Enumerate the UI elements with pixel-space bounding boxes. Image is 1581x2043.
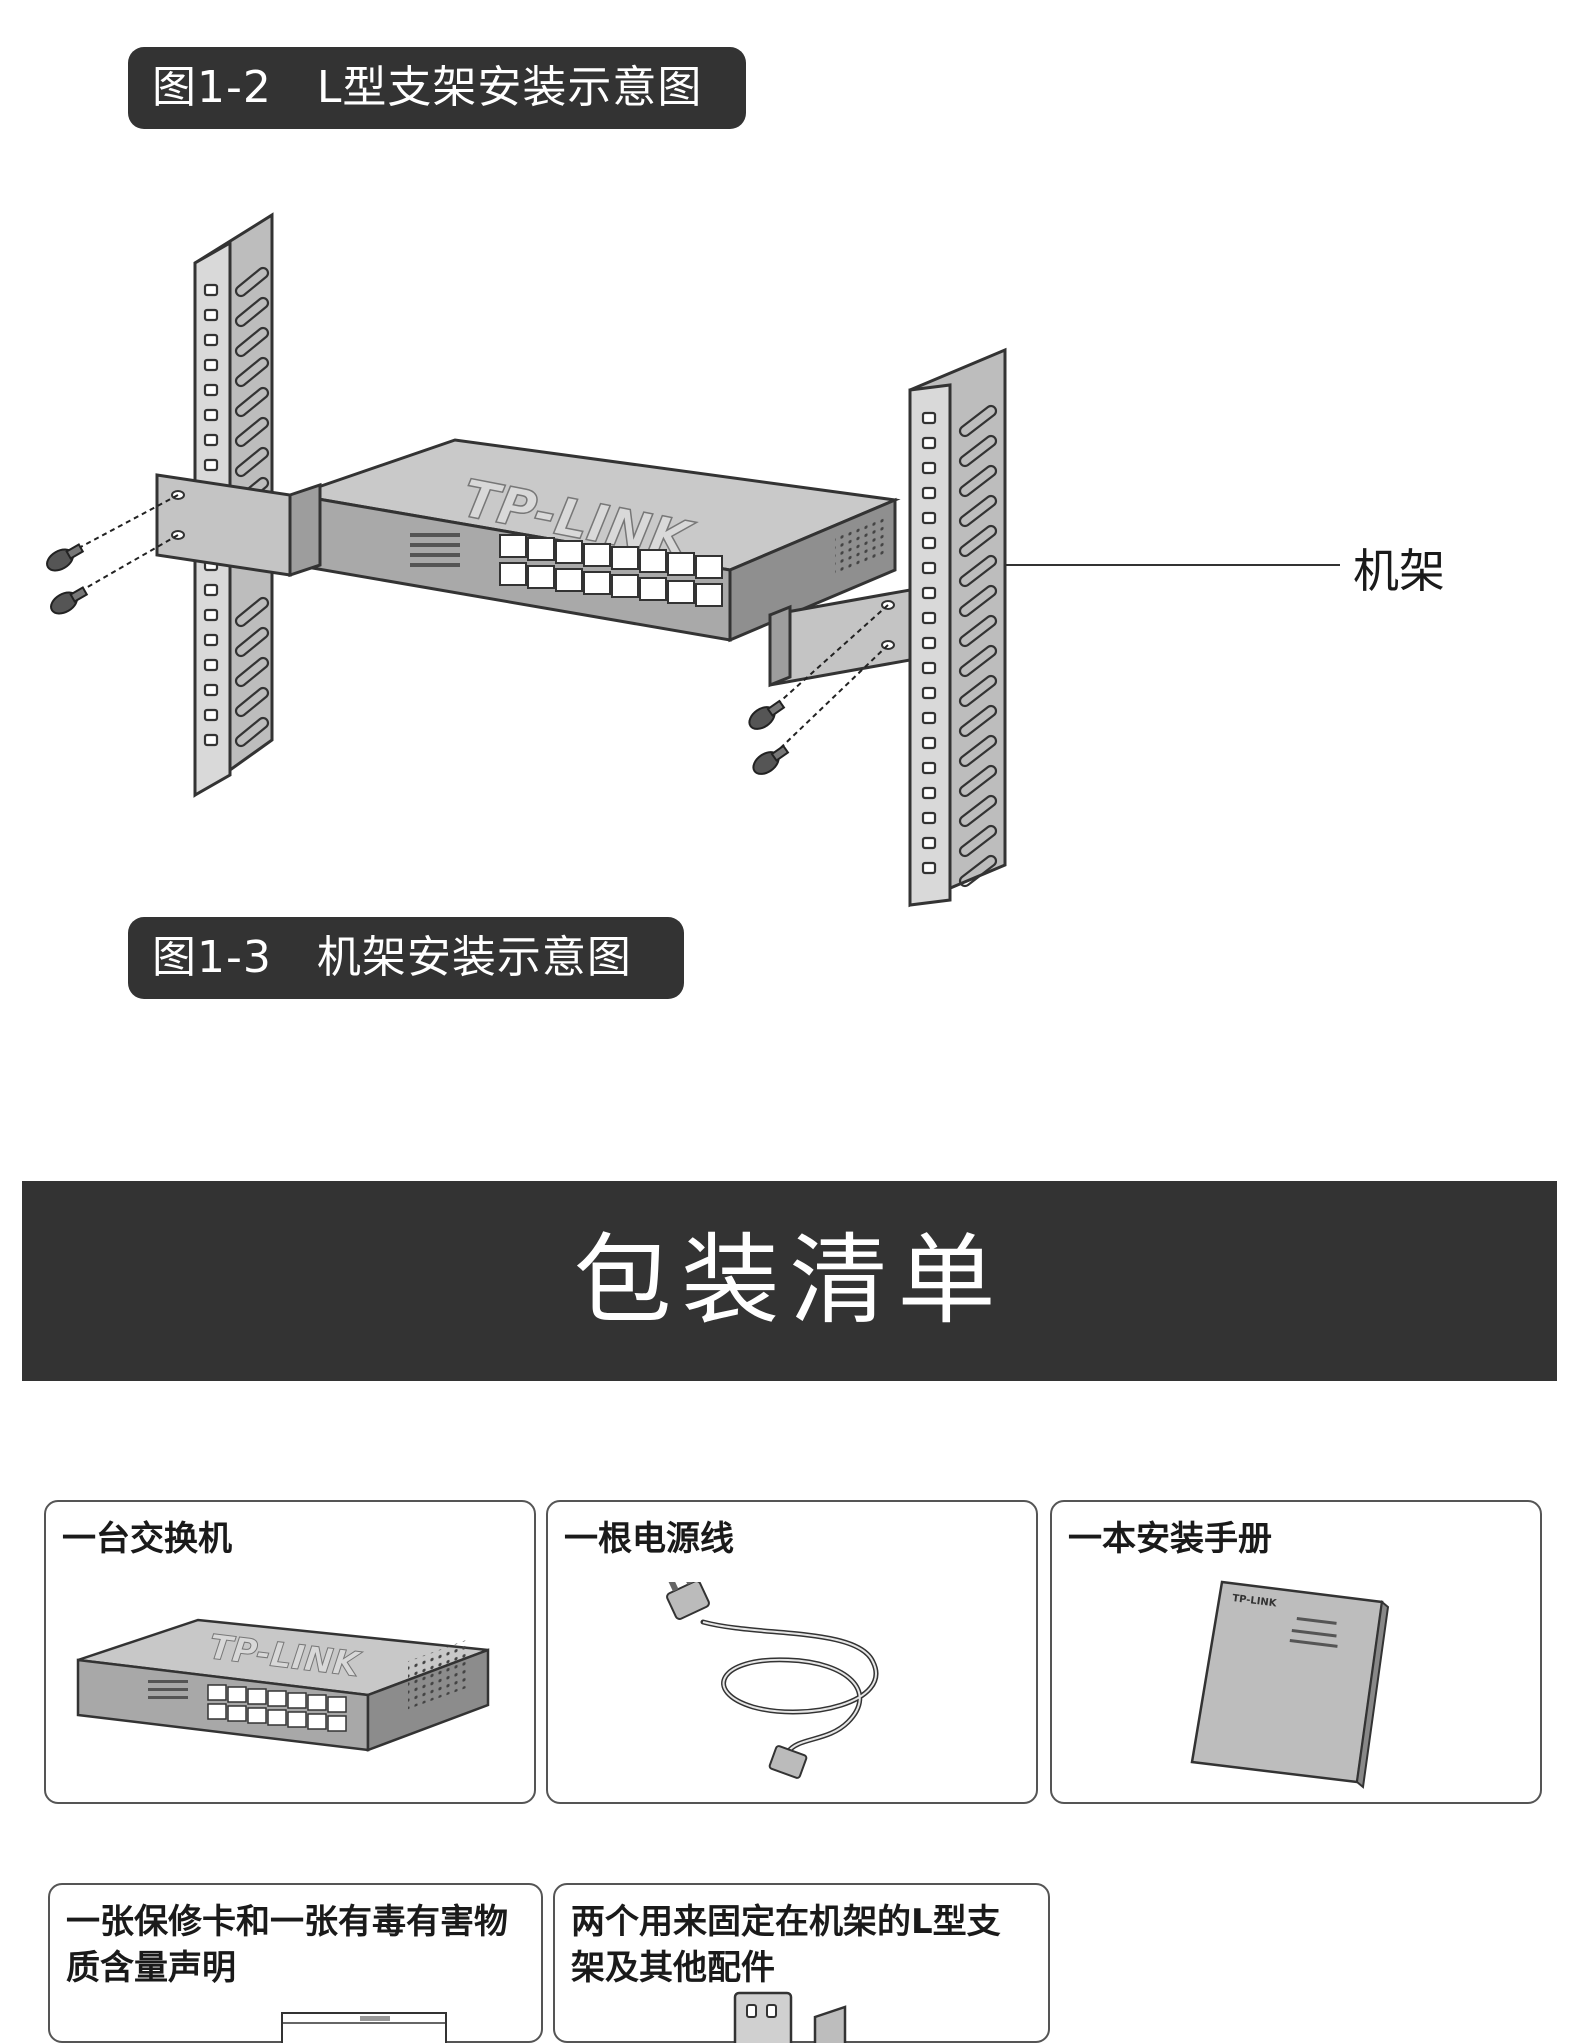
package-item-label: 一台交换机 [62, 1519, 232, 1559]
package-item-manual: 一本安装手册 TP-LINK [1050, 1500, 1542, 1804]
power-cord-illustration [666, 1582, 879, 1779]
warranty-card-illustration [281, 2012, 447, 2043]
package-item-label: 一张保修卡和一张有毒有害物质含量声明 [66, 1902, 508, 1988]
left-l-bracket [155, 473, 322, 578]
package-item-brackets: 两个用来固定在机架的L型支架及其他配件 [553, 1883, 1050, 2043]
figure-1-2-caption: 图1-2 L型支架安装示意图 [128, 47, 746, 129]
right-rack-rail [908, 347, 1007, 908]
screws-left [46, 494, 179, 615]
package-item-label: 一本安装手册 [1068, 1519, 1272, 1559]
switch-illustration: TP-LINK [76, 1618, 490, 1752]
rack-installation-illustration: TP-LINK [46, 212, 1340, 908]
switch-device: TP-LINK [293, 438, 901, 643]
package-item-label: 一根电源线 [564, 1519, 734, 1559]
package-item-label: 两个用来固定在机架的L型支架及其他配件 [571, 1902, 1001, 1988]
screws-right [748, 604, 889, 775]
figure-1-3-caption: 图1-3 机架安装示意图 [128, 917, 684, 999]
package-list-banner: 包装清单 [22, 1181, 1557, 1381]
brackets-illustration [733, 1991, 847, 2043]
manual-illustration: TP-LINK [1190, 1580, 1390, 1789]
package-item-switch: 一台交换机 TP-LINK [44, 1500, 536, 1804]
rack-label: 机架 [1353, 544, 1445, 598]
package-item-warranty-card: 一张保修卡和一张有毒有害物质含量声明 [48, 1883, 543, 2043]
package-item-power-cord: 一根电源线 [546, 1500, 1038, 1804]
